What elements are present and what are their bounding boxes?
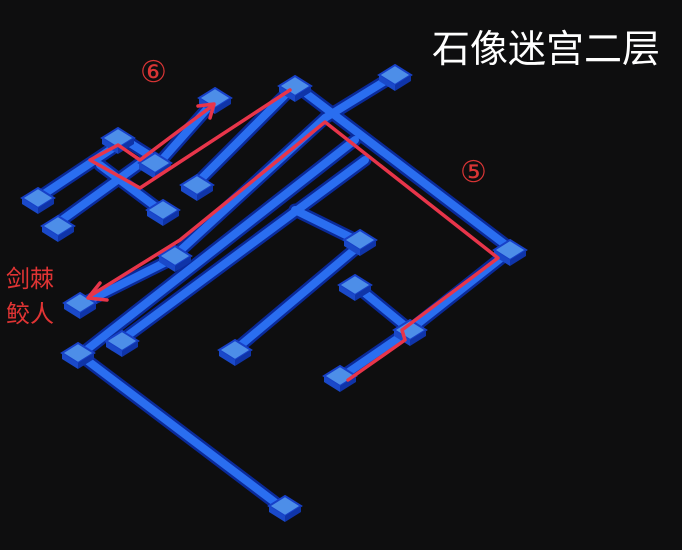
step-5-marker: ⑤: [460, 155, 487, 190]
arrow-icon: [86, 281, 109, 302]
route-path: [86, 88, 500, 382]
boss-label: 剑棘 鲛人: [6, 262, 66, 332]
corridors: [31, 68, 522, 517]
arrow-icon: [196, 102, 216, 120]
step-6-marker: ⑥: [140, 55, 167, 90]
boss-label-line1: 剑棘: [6, 265, 54, 293]
boss-label-line2: 鲛人: [6, 299, 54, 328]
map-title: 石像迷宫二层: [432, 27, 661, 71]
